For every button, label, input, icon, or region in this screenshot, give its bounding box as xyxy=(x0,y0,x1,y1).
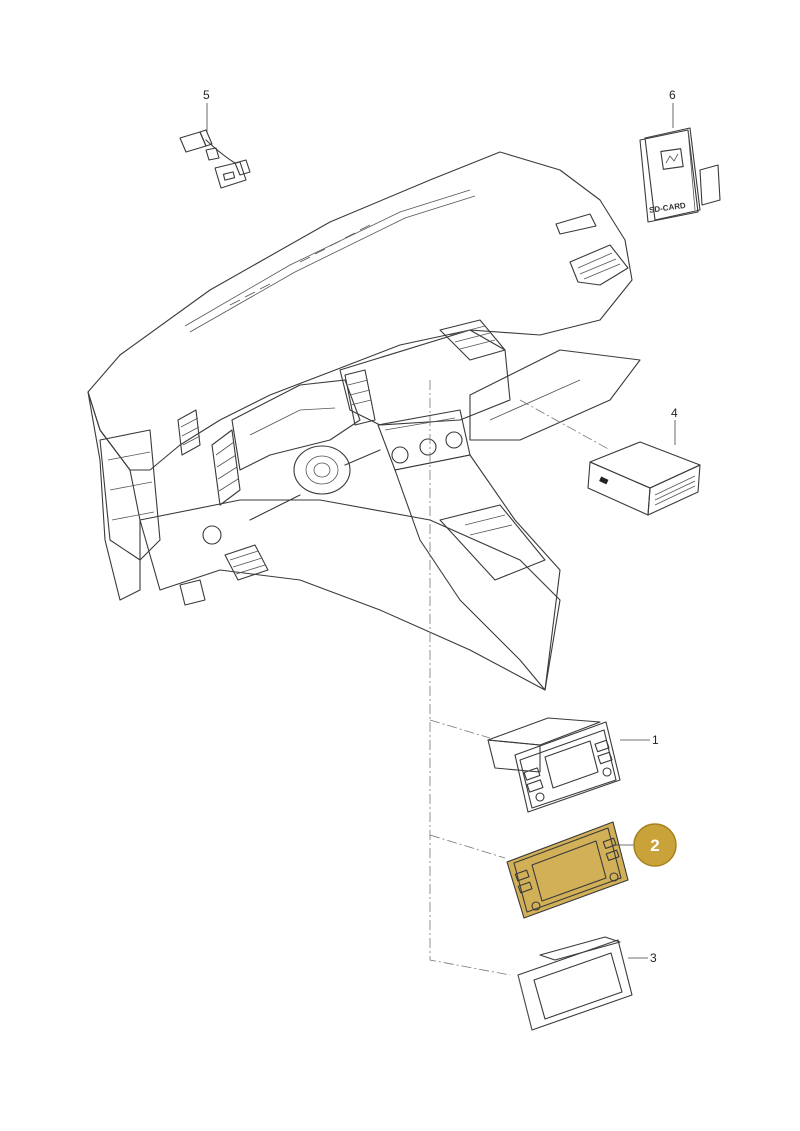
part-6-sd-card-package: SD-CARD xyxy=(639,127,721,223)
callout-6: 6 xyxy=(669,88,676,102)
installation-lines xyxy=(429,380,611,976)
part-3-touchscreen xyxy=(517,936,633,1031)
left-air-vent xyxy=(211,429,241,506)
radio-unit-screen xyxy=(544,740,599,789)
center-console xyxy=(394,454,561,691)
start-button xyxy=(202,525,222,545)
steering-wheel-hub xyxy=(293,445,351,495)
instrument-cluster xyxy=(231,379,361,471)
display-unit-screen xyxy=(531,840,607,902)
callout-2-badge[interactable]: 2 xyxy=(633,823,677,867)
glovebox xyxy=(469,349,641,441)
part-2-display-unit xyxy=(506,821,629,919)
touchscreen-screen xyxy=(533,952,623,1020)
part-1-radio-unit xyxy=(487,717,621,813)
callout-1: 1 xyxy=(652,733,659,747)
sd-card-label: SD-CARD xyxy=(649,201,687,215)
callout-2: 2 xyxy=(650,836,659,855)
defrost-vent xyxy=(229,224,371,306)
callout-3: 3 xyxy=(650,951,657,965)
callout-5: 5 xyxy=(203,88,210,102)
callout-4: 4 xyxy=(671,406,678,420)
pedal-clutch xyxy=(179,579,206,606)
part-5-usb-adapter xyxy=(179,129,251,189)
right-air-vent xyxy=(569,244,629,286)
part-4-control-unit xyxy=(587,441,701,516)
dashboard-illustration xyxy=(87,151,641,691)
pedal-brake xyxy=(224,544,269,581)
center-stack xyxy=(339,329,511,426)
